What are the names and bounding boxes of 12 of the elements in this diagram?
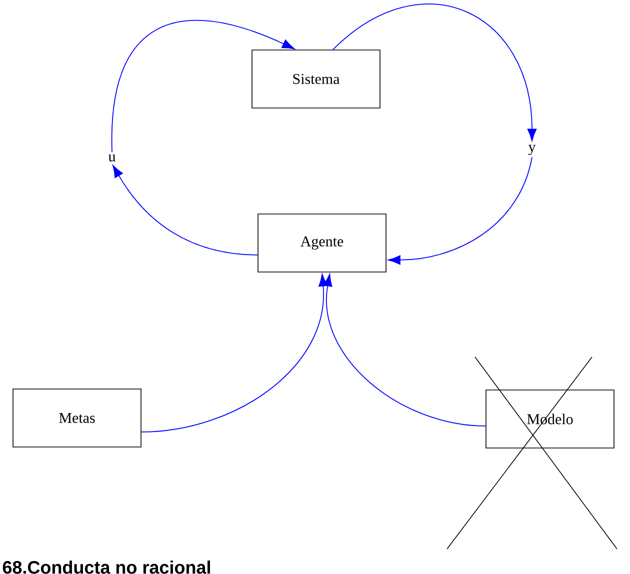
signal-label: y (528, 144, 536, 156)
process-box: Sistema (252, 50, 380, 108)
process-box: Agente (258, 214, 386, 272)
arrow (323, 274, 486, 426)
arrow (388, 156, 532, 265)
arrow (112, 20, 295, 153)
arrow (140, 274, 328, 432)
process-box: Metas (12, 388, 142, 448)
arrow (332, 4, 537, 142)
signal-label: u (108, 154, 116, 162)
arrow (112, 164, 258, 256)
caption: 68.Conducta no racional (2, 560, 210, 574)
